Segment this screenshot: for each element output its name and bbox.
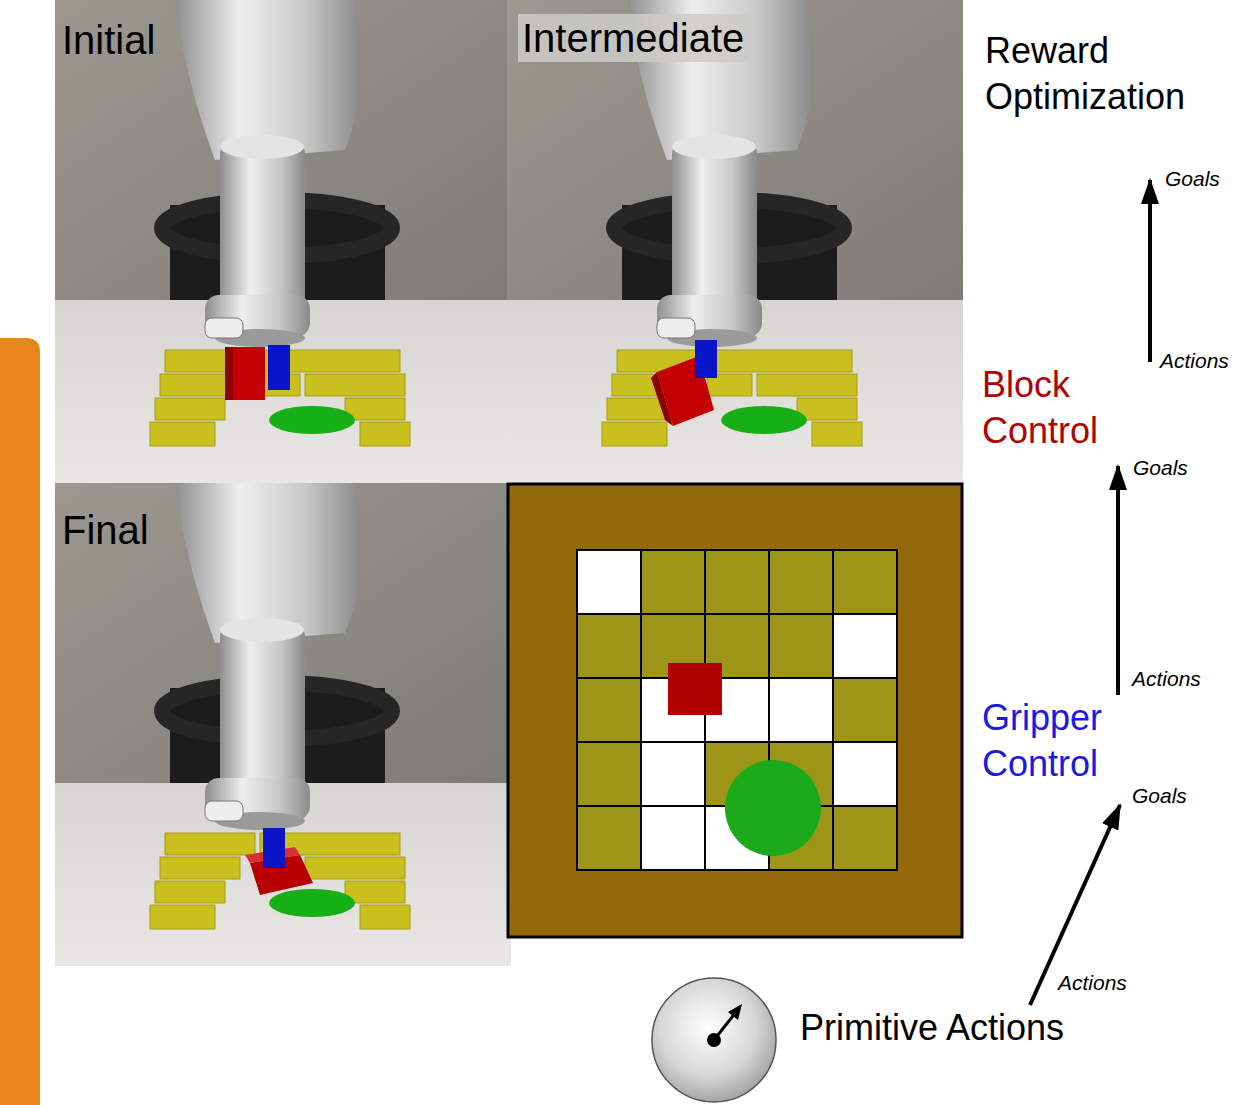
actions-tag: Actions <box>1132 666 1201 691</box>
goals-tag: Goals <box>1165 166 1220 191</box>
gripper-finger <box>263 828 285 868</box>
hierarchy-arrow <box>1116 466 1120 695</box>
goals-tag: Goals <box>1132 783 1187 808</box>
gripper-finger <box>695 340 717 378</box>
side-bar <box>0 338 40 1105</box>
panel-title: Final <box>62 506 149 554</box>
actions-tag: Actions <box>1058 970 1127 995</box>
hierarchy-level: Block Control <box>982 362 1157 466</box>
final-panel <box>55 483 511 966</box>
initial-panel <box>55 0 511 483</box>
goal-marker <box>725 760 821 856</box>
level-name: Primitive Actions <box>800 1005 1220 1051</box>
scene-copy <box>55 0 511 483</box>
panel-title: Intermediate <box>518 14 748 62</box>
gripper-finger <box>268 345 290 390</box>
joystick-base <box>652 978 776 1102</box>
block-side <box>225 347 233 400</box>
joystick-dot <box>707 1033 721 1047</box>
hierarchy-arrow <box>1148 180 1152 362</box>
level-name: Block Control <box>982 362 1157 454</box>
goals-tag: Goals <box>1133 455 1188 480</box>
joystick-head <box>728 1004 742 1020</box>
intermediate-panel <box>507 0 963 483</box>
block-side <box>651 372 673 426</box>
grid-map <box>508 484 962 937</box>
hierarchy-level: Reward Optimization <box>985 28 1230 180</box>
map-cells <box>577 550 897 870</box>
hierarchy-level: Primitive Actions <box>800 1005 1220 1051</box>
red-block <box>225 347 265 400</box>
level-name: Reward Optimization <box>985 28 1230 120</box>
level-name: Gripper Control <box>982 695 1142 787</box>
hierarchy-level: Gripper Control <box>982 695 1142 805</box>
map-frame <box>508 484 962 937</box>
joystick-icon <box>652 978 776 1102</box>
scene-copy <box>507 0 963 483</box>
panel-title: Initial <box>62 16 155 64</box>
block-marker <box>668 663 722 715</box>
scene-copy <box>55 483 511 966</box>
actions-tag: Actions <box>1160 348 1229 373</box>
